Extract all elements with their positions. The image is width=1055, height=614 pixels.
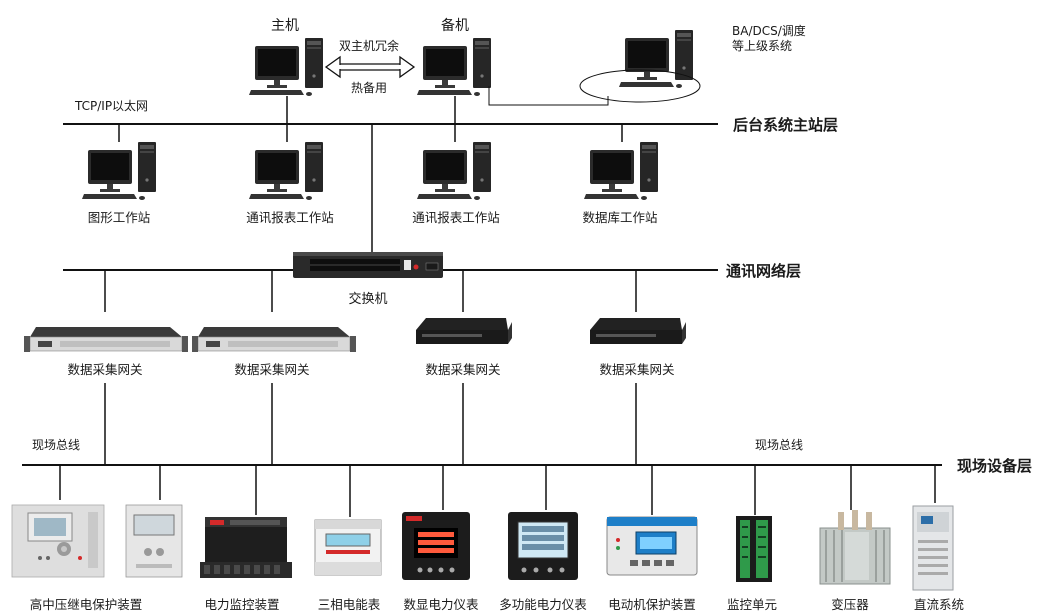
gateway-2-icon — [191, 326, 357, 353]
upper-system-computer-icon — [619, 30, 693, 88]
switch-label: 交换机 — [348, 291, 387, 307]
workstation-label: 图形工作站 — [88, 210, 151, 225]
gateway-label: 数据采集网关 — [67, 362, 142, 377]
transformer-icon — [819, 510, 891, 585]
device-label: 多功能电力仪表 — [499, 597, 587, 612]
upper-system-ellipse — [579, 69, 701, 103]
backup-host-computer-icon — [417, 38, 491, 96]
device-label: 电动机保护装置 — [608, 597, 696, 612]
digital-power-meter-icon — [402, 512, 470, 580]
device-label: 监控单元 — [727, 597, 777, 612]
gateway-label: 数据采集网关 — [234, 362, 309, 377]
redundancy-arrow-icon — [324, 55, 416, 79]
device-label: 变压器 — [831, 597, 869, 612]
motor-protection-device-icon — [606, 516, 698, 576]
device-label: 三相电能表 — [318, 597, 381, 612]
device-label: 电力监控装置 — [204, 597, 279, 612]
primary-host-label: 主机 — [271, 18, 299, 34]
device-label: 高中压继电保护装置 — [30, 597, 143, 612]
field-bus-label-right: 现场总线 — [755, 438, 803, 452]
network-switch-icon — [293, 252, 443, 278]
primary-host-computer-icon — [249, 38, 323, 96]
gateway-4-icon — [590, 318, 686, 344]
report-workstation-1-icon — [249, 142, 323, 200]
backup-host-label: 备机 — [441, 17, 469, 34]
upper-system-connector — [488, 86, 609, 106]
gateway-label: 数据采集网关 — [599, 362, 674, 377]
hot-standby-label: 热备用 — [351, 81, 387, 95]
field-layer-label: 现场设备层 — [957, 457, 1032, 475]
device-label: 数显电力仪表 — [403, 597, 479, 612]
upper-system-label-1: BA/DCS/调度 — [732, 23, 806, 38]
tcpip-label: TCP/IP以太网 — [74, 98, 148, 113]
graphics-workstation-icon — [82, 142, 156, 200]
monitoring-unit-icon — [736, 516, 772, 582]
redundancy-label: 双主机冗余 — [339, 38, 399, 53]
workstation-label: 通讯报表工作站 — [412, 210, 500, 225]
database-workstation-icon — [584, 142, 658, 200]
report-workstation-2-icon — [417, 142, 491, 200]
gateway-1-icon — [23, 326, 189, 353]
relay-protection-device-icon — [11, 504, 183, 578]
dc-system-cabinet-icon — [912, 505, 954, 591]
backend-layer-label: 后台系统主站层 — [733, 116, 838, 134]
gateway-label: 数据采集网关 — [425, 362, 500, 377]
upper-system-label-2: 等上级系统 — [732, 39, 792, 53]
power-monitoring-device-icon — [200, 517, 292, 578]
gateway-3-icon — [416, 318, 512, 344]
device-label: 直流系统 — [914, 597, 964, 612]
multifunction-power-meter-icon — [508, 512, 578, 580]
workstation-label: 数据库工作站 — [582, 210, 657, 225]
network-layer-label: 通讯网络层 — [726, 262, 801, 280]
field-bus-label-left: 现场总线 — [32, 438, 80, 452]
workstation-label: 通讯报表工作站 — [246, 210, 334, 225]
three-phase-meter-icon — [314, 519, 382, 576]
